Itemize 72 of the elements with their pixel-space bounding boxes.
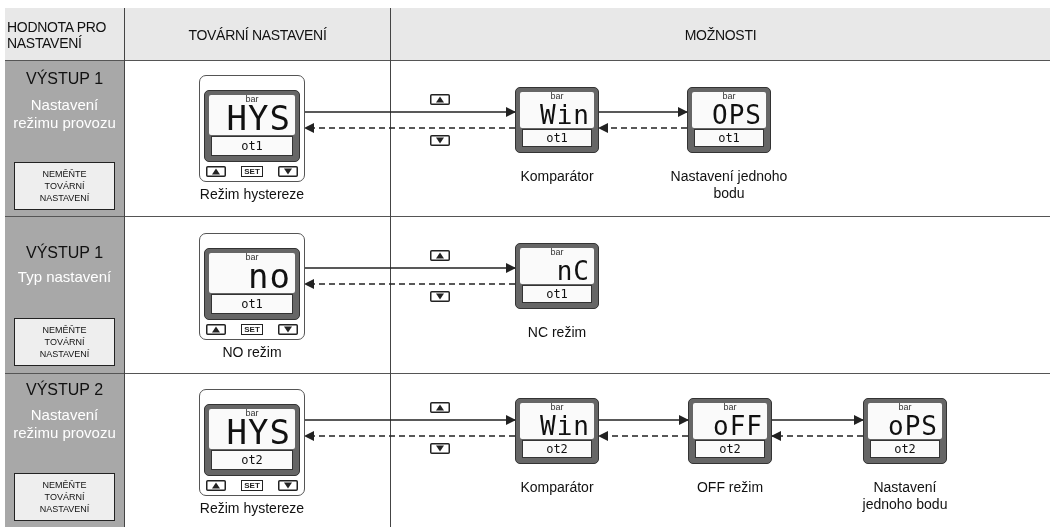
display-readout: oPS <box>888 413 938 439</box>
display-frame <box>515 87 599 153</box>
mode-caption: Nastavení jednoho bodu <box>669 168 789 202</box>
display-readout: Win <box>540 102 590 128</box>
arrow <box>598 431 689 441</box>
mode-caption: Komparátor <box>519 168 595 185</box>
note-box: NEMĚŇTE TOVÁRNÍ NASTAVENÍ <box>14 162 115 210</box>
display-frame <box>687 87 771 153</box>
pressure-switch-device <box>199 389 305 496</box>
column-header: HODNOTA PRO NASTAVENÍ <box>7 19 108 51</box>
unit-label: bar <box>550 403 564 412</box>
unit-label: bar <box>722 92 736 101</box>
display-readout: OPS <box>712 102 762 128</box>
channel-readout: ot1 <box>211 136 293 156</box>
unit-label: bar <box>550 248 564 257</box>
arrow <box>598 123 688 133</box>
display-readout: no <box>248 259 291 293</box>
mode-caption: Nastavení jednoho bodu <box>861 479 949 513</box>
unit-label: bar <box>245 409 259 418</box>
unit-label: bar <box>245 95 259 104</box>
arrow <box>304 123 516 133</box>
channel-readout: ot2 <box>522 440 592 458</box>
row-subtitle: Nastavení režimu provozu <box>12 406 117 442</box>
arrow <box>304 107 516 117</box>
arrow <box>304 279 516 289</box>
unit-label: bar <box>245 253 259 262</box>
channel-readout: ot1 <box>522 285 592 303</box>
arrow <box>771 415 864 425</box>
note-box: NEMĚŇTE TOVÁRNÍ NASTAVENÍ <box>14 318 115 366</box>
arrow <box>304 263 516 273</box>
mode-caption: Komparátor <box>519 479 595 496</box>
row-subtitle: Typ nastavení <box>16 268 113 286</box>
display-frame <box>515 398 599 464</box>
mode-caption: NO režim <box>221 344 283 361</box>
set-key: SET <box>241 165 263 177</box>
display-readout: nC <box>556 258 590 284</box>
row-subtitle: Nastavení režimu provozu <box>12 96 117 132</box>
display-readout: oFF <box>713 413 763 439</box>
arrow <box>598 107 688 117</box>
display-frame <box>688 398 772 464</box>
channel-readout: ot1 <box>694 129 764 147</box>
row-title: VÝSTUP 2 <box>24 381 105 399</box>
set-key: SET <box>241 323 263 335</box>
row-title: VÝSTUP 1 <box>24 70 105 88</box>
display-readout: Win <box>540 413 590 439</box>
set-key: SET <box>241 479 263 491</box>
column-header: TOVÁRNÍ NASTAVENÍ <box>187 27 328 43</box>
arrow <box>304 415 516 425</box>
channel-readout: ot1 <box>522 129 592 147</box>
channel-readout: ot2 <box>695 440 765 458</box>
arrow <box>598 415 689 425</box>
display-readout: HYS <box>226 415 291 449</box>
display-frame <box>863 398 947 464</box>
display-readout: HYS <box>226 101 291 135</box>
column-header: MOŽNOSTI <box>683 27 758 43</box>
mode-caption: NC režim <box>526 324 588 341</box>
display-frame <box>515 243 599 309</box>
pressure-switch-device <box>199 233 305 340</box>
pressure-switch-device <box>199 75 305 182</box>
arrow <box>771 431 864 441</box>
channel-readout: ot1 <box>211 294 293 314</box>
mode-caption: Režim hystereze <box>198 500 306 517</box>
arrow <box>304 431 516 441</box>
mode-caption: OFF režim <box>695 479 765 496</box>
unit-label: bar <box>550 92 564 101</box>
note-box: NEMĚŇTE TOVÁRNÍ NASTAVENÍ <box>14 473 115 521</box>
mode-caption: Režim hystereze <box>198 186 306 203</box>
row-title: VÝSTUP 1 <box>24 244 105 262</box>
channel-readout: ot2 <box>870 440 940 458</box>
unit-label: bar <box>898 403 912 412</box>
unit-label: bar <box>723 403 737 412</box>
channel-readout: ot2 <box>211 450 293 470</box>
